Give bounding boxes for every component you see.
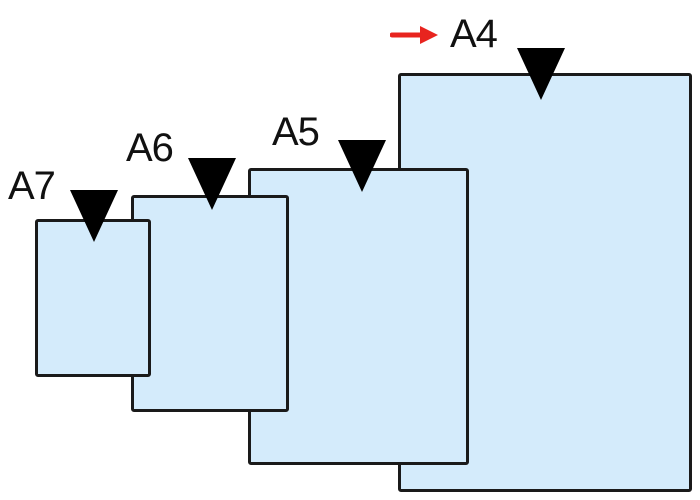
red-right-arrow-icon (390, 26, 438, 44)
label-a6: A6 (126, 126, 174, 170)
label-a4: A4 (450, 12, 498, 56)
down-triangle-icon-a7 (70, 190, 118, 242)
label-a5: A5 (272, 110, 320, 154)
down-triangle-icon-a6 (188, 158, 236, 210)
sheet-a7 (35, 219, 151, 377)
down-triangle-icon-a5 (338, 140, 386, 192)
sheet-a6 (131, 195, 289, 412)
label-a7: A7 (8, 164, 56, 208)
down-triangle-icon-a4 (517, 48, 565, 100)
